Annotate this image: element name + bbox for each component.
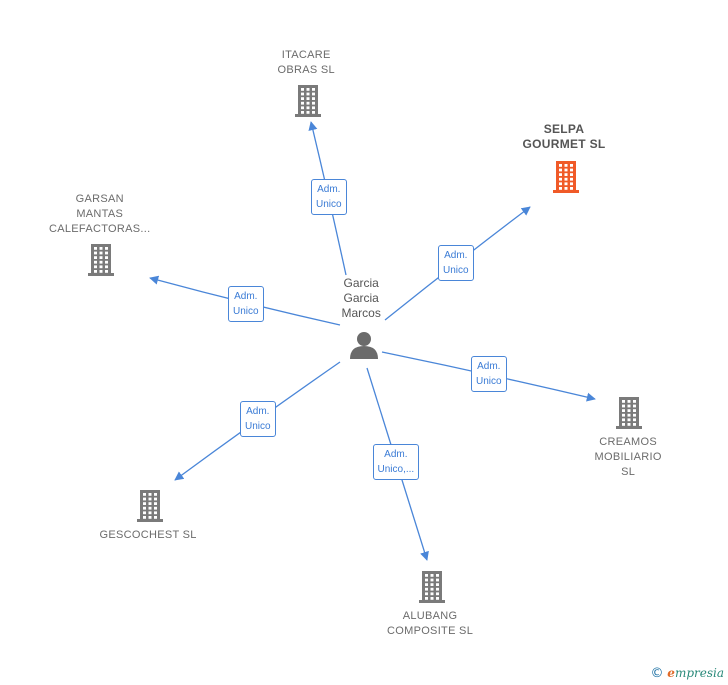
relation-label-itacare[interactable]: Adm. Unico (311, 179, 347, 215)
company-label-alubang[interactable]: ALUBANG COMPOSITE SL (387, 609, 473, 639)
label-line: Adm. (246, 406, 270, 417)
label-line: SL (621, 466, 636, 478)
relation-label-alubang[interactable]: Adm. Unico,... (372, 444, 420, 480)
label-line: OBRAS SL (277, 64, 335, 76)
company-label-gescochest[interactable]: GESCOCHEST SL (100, 528, 197, 543)
label-line: GARSAN (75, 193, 124, 205)
label-line: Unico (245, 421, 271, 432)
person-icon (350, 332, 378, 359)
label-line: Unico (443, 265, 469, 276)
building-icon-garsan (88, 244, 114, 276)
label-line: CALEFACTORAS... (49, 223, 151, 235)
relation-label-creamos[interactable]: Adm. Unico (471, 356, 507, 392)
label-line: COMPOSITE SL (387, 625, 474, 637)
label-line: MANTAS (76, 208, 124, 220)
building-icon-selpa (553, 161, 579, 193)
label-line: Garcia (343, 291, 379, 305)
label-line: ALUBANG (402, 610, 458, 622)
label-line: MOBILIARIO (594, 451, 662, 463)
label-line: ITACARE (281, 49, 331, 61)
label-line: SELPA (543, 122, 585, 136)
brand-name: mpresia (674, 666, 724, 680)
relation-label-garsan[interactable]: Adm. Unico (228, 286, 264, 322)
label-line: Adm. (317, 184, 341, 195)
label-line: Adm. (234, 291, 258, 302)
label-line: Unico,... (377, 464, 415, 475)
label-line: Garcia (343, 276, 379, 290)
building-icon-itacare (295, 85, 321, 117)
company-label-garsan[interactable]: GARSAN MANTAS CALEFACTORAS... (49, 192, 151, 237)
label-line: Adm. (384, 449, 408, 460)
label-line: Marcos (341, 306, 381, 320)
label-line: GESCOCHEST SL (99, 529, 197, 541)
company-label-itacare[interactable]: ITACARE OBRAS SL (278, 48, 335, 78)
relation-label-gescochest[interactable]: Adm. Unico (240, 401, 276, 437)
label-line: Adm. (477, 361, 501, 372)
brand-initial: e (667, 666, 675, 680)
label-line: GOURMET SL (522, 137, 606, 151)
label-line: Adm. (444, 250, 468, 261)
company-label-creamos[interactable]: CREAMOS MOBILIARIO SL (595, 435, 662, 480)
copyright-symbol: © (650, 666, 664, 681)
relation-label-selpa[interactable]: Adm. Unico (438, 245, 474, 281)
label-line: Unico (233, 306, 259, 317)
label-line: Unico (316, 199, 342, 210)
building-icon-alubang (419, 571, 445, 603)
label-line: CREAMOS (599, 436, 657, 448)
building-icon-creamos (616, 397, 642, 429)
label-line: Unico (476, 376, 502, 387)
empresia-watermark: © empresia (650, 666, 724, 681)
building-icon-gescochest (137, 490, 163, 522)
